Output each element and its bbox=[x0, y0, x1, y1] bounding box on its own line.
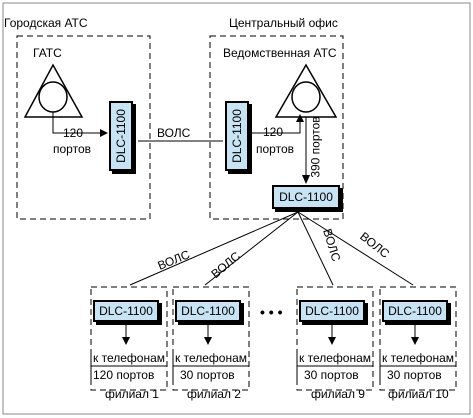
city-pbx-circle bbox=[38, 81, 68, 113]
dept-pbx-name: Ведомственная АТС bbox=[223, 46, 337, 60]
branch-2-name: филиал 2 bbox=[187, 387, 241, 401]
vertical-ports-label: 390 портов bbox=[308, 116, 323, 178]
central-office-label: Центральный офис bbox=[229, 16, 338, 30]
city-pbx-label: Городская АТС bbox=[4, 16, 88, 30]
outer-frame bbox=[2, 2, 471, 415]
branch-1-dlc: DLC-1100 bbox=[93, 300, 159, 322]
city-dlc-device: DLC-1100 bbox=[109, 101, 133, 171]
central-dlc-label: DLC-1100 bbox=[279, 190, 333, 204]
dept-ports-word: портов bbox=[256, 142, 294, 156]
branch-1-line1: к телефонам bbox=[93, 351, 165, 365]
dept-dlc-device: DLC-1100 bbox=[225, 101, 249, 171]
branch-1-dlc-label: DLC-1100 bbox=[99, 304, 153, 318]
branch-9-dlc-label: DLC-1100 bbox=[305, 304, 359, 318]
branch-2-dlc-label: DLC-1100 bbox=[181, 304, 235, 318]
arrow-to-city-dlc bbox=[100, 129, 108, 137]
branch-10-name: филиал 10 bbox=[388, 387, 449, 401]
dept-pbx-circle bbox=[291, 81, 321, 113]
city-dlc-label: DLC-1100 bbox=[114, 109, 128, 163]
city-ports-word: портов bbox=[53, 142, 91, 156]
city-pbx-frame bbox=[16, 35, 151, 220]
dept-ports-count: 120 bbox=[263, 125, 284, 139]
vols-main-label: ВОЛС bbox=[157, 126, 191, 140]
branch-9-name: филиал 9 bbox=[311, 387, 365, 401]
central-office-frame bbox=[209, 35, 344, 220]
branch-10-dlc-label: DLC-1100 bbox=[388, 304, 442, 318]
branch-2-dlc: DLC-1100 bbox=[175, 300, 241, 322]
dept-dlc-label: DLC-1100 bbox=[230, 109, 244, 163]
city-pbx-name: ГАТС bbox=[33, 46, 62, 60]
branch-ellipsis: • • • bbox=[260, 304, 283, 320]
branch-10-dlc: DLC-1100 bbox=[382, 300, 448, 322]
branch-9-line1: к телефонам bbox=[299, 351, 371, 365]
branch-10-line2: 30 портов bbox=[387, 368, 442, 382]
branch-10-line1: к телефонам bbox=[382, 351, 454, 365]
city-ports-count: 120 bbox=[63, 126, 84, 140]
central-dlc-device: DLC-1100 bbox=[272, 185, 340, 209]
branch-2-line2: 30 портов bbox=[180, 368, 235, 382]
branch-9-dlc: DLC-1100 bbox=[299, 300, 365, 322]
branch-9-line2: 30 портов bbox=[304, 368, 359, 382]
branch-2-line1: к телефонам bbox=[175, 351, 247, 365]
branch-1-name: филиал 1 bbox=[105, 387, 159, 401]
branch-1-line2: 120 портов bbox=[93, 368, 155, 382]
